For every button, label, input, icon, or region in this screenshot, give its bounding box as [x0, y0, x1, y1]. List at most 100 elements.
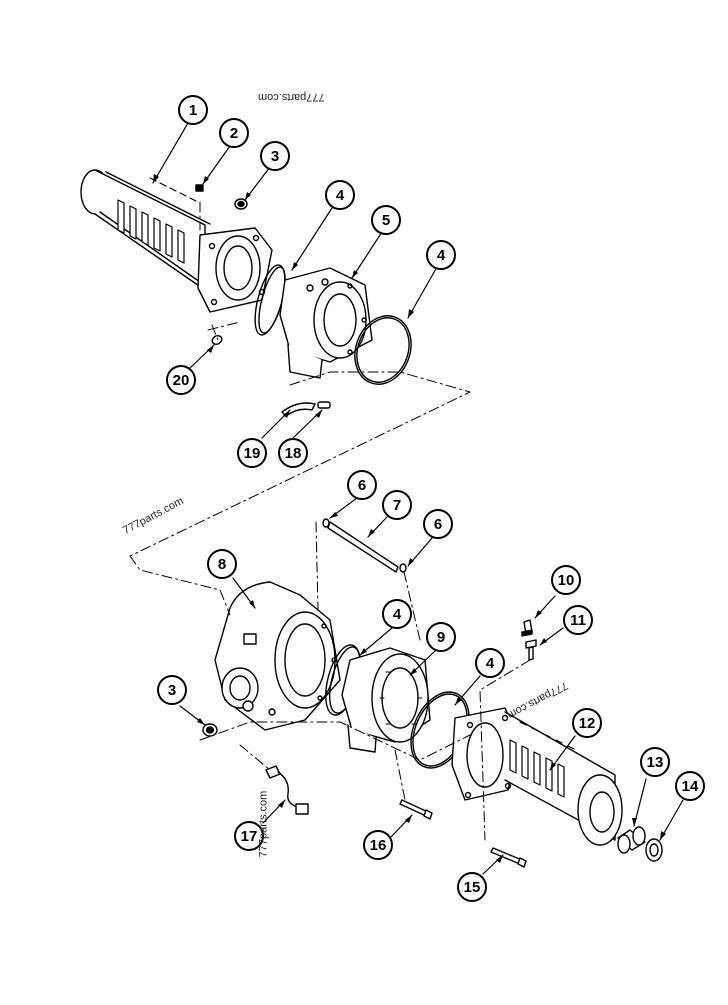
callout-9: 9: [426, 622, 456, 652]
callout-label: 13: [647, 754, 664, 771]
callout-circle: [423, 509, 453, 539]
part-19-shim: [281, 402, 316, 417]
callout-1: 1: [178, 95, 208, 125]
callout-circle: [572, 708, 602, 738]
callout-circle: [178, 95, 208, 125]
callout-circle: [475, 648, 505, 678]
callout-label: 8: [218, 556, 226, 573]
callout-circle: [234, 821, 264, 851]
callout-label: 20: [173, 372, 190, 389]
callout-label: 17: [241, 828, 258, 845]
callout-circle: [207, 549, 237, 579]
callout-circle: [260, 141, 290, 171]
callout-circle: [166, 365, 196, 395]
callout-4: 4: [382, 599, 412, 629]
part-10-fitting: [521, 619, 533, 637]
callout-label: 6: [358, 477, 366, 494]
callout-circle: [278, 438, 308, 468]
callout-label: 3: [168, 682, 176, 699]
part-8-differential-housing: [214, 581, 341, 731]
callout-label: 7: [393, 497, 401, 514]
callout-circle: [219, 118, 249, 148]
callout-circle: [237, 438, 267, 468]
callout-6: 6: [347, 470, 377, 500]
callout-label: 2: [230, 125, 238, 142]
callout-circle: [426, 622, 456, 652]
callout-circle: [426, 240, 456, 270]
callout-circle: [551, 565, 581, 595]
callout-label: 1: [189, 102, 197, 119]
part-5-hub-carrier: [279, 267, 373, 379]
part-20-small-o-ring: [211, 335, 223, 345]
part-13-bushing: [617, 826, 646, 854]
callout-circle: [363, 830, 393, 860]
callout-17: 17: [234, 821, 264, 851]
callout-circle: [382, 599, 412, 629]
callout-circle: [382, 490, 412, 520]
callout-10: 10: [551, 565, 581, 595]
callout-circle: [157, 675, 187, 705]
watermark-bottom: 777parts.com: [257, 790, 270, 858]
callout-label: 4: [336, 187, 345, 204]
callout-5: 5: [371, 205, 401, 235]
callout-19: 19: [237, 438, 267, 468]
callout-3: 3: [260, 141, 290, 171]
callout-label: 5: [382, 212, 390, 229]
callout-4: 4: [426, 240, 456, 270]
part-14-seal: [645, 838, 663, 862]
callout-7: 7: [382, 490, 412, 520]
lower-assembly-centerlines: [129, 521, 531, 841]
part-9-carrier: [341, 647, 431, 753]
callout-label: 10: [558, 572, 575, 589]
callout-20: 20: [166, 365, 196, 395]
upper-assembly-centerlines: [129, 201, 471, 557]
callout-12: 12: [572, 708, 602, 738]
callout-label: 15: [464, 879, 481, 896]
callout-8: 8: [207, 549, 237, 579]
callout-4: 4: [475, 648, 505, 678]
callout-label: 3: [271, 148, 279, 165]
callout-11: 11: [563, 605, 593, 635]
callout-circle: [457, 872, 487, 902]
callout-18: 18: [278, 438, 308, 468]
callout-14: 14: [675, 771, 705, 801]
callout-label: 9: [437, 629, 445, 646]
callout-16: 16: [363, 830, 393, 860]
watermark-top: 777parts.com: [258, 91, 325, 103]
part-3-plug-lower: [202, 723, 218, 737]
callout-label: 14: [682, 778, 699, 795]
callout-label: 12: [579, 715, 596, 732]
leader-arrowheads: [153, 174, 666, 863]
callout-circle: [640, 747, 670, 777]
part-1-axle-housing: [80, 169, 273, 313]
callout-label: 18: [285, 445, 302, 462]
part-3-plug-upper: [234, 198, 248, 210]
part-18-dowel-pin: [317, 401, 331, 409]
part-2-plug: [195, 184, 204, 192]
callout-13: 13: [640, 747, 670, 777]
callout-circle: [347, 470, 377, 500]
callout-circle: [563, 605, 593, 635]
callout-6: 6: [423, 509, 453, 539]
part-7-rod: [327, 521, 399, 573]
callout-2: 2: [219, 118, 249, 148]
callout-label: 4: [393, 606, 402, 623]
callout-label: 4: [486, 655, 495, 672]
part-6-o-ring-right: [399, 563, 407, 573]
callout-label: 6: [434, 516, 442, 533]
callout-label: 16: [370, 837, 387, 854]
part-11-bolt: [525, 639, 537, 661]
part-15-bolt: [490, 847, 527, 868]
part-12-axle-housing: [451, 707, 623, 846]
callout-15: 15: [457, 872, 487, 902]
callout-circle: [675, 771, 705, 801]
callout-label: 11: [570, 612, 586, 629]
callout-4: 4: [325, 180, 355, 210]
part-4-o-ring-upper-right: [354, 315, 412, 385]
callout-circle: [371, 205, 401, 235]
part-16-bolt: [399, 799, 433, 820]
callout-label: 19: [244, 445, 261, 462]
